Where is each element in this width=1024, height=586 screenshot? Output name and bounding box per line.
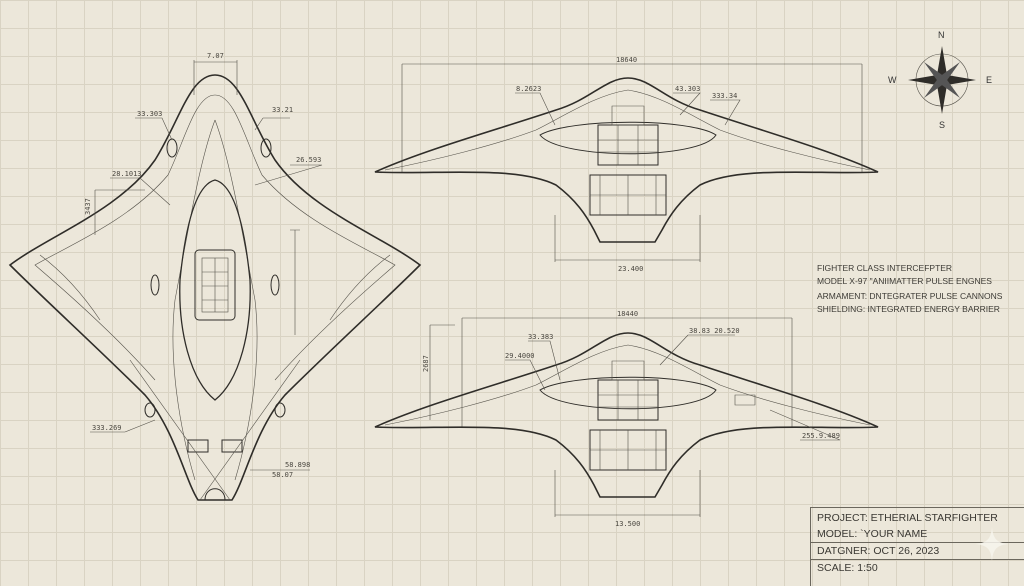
dim-label: 38.83 20.520 [689,327,740,335]
dim-label: 33.21 [272,106,293,114]
drawing-scale: SCALE: 1:50 [817,562,878,574]
dim-label: 58.898 [285,461,310,469]
front-view-upper-ship [374,63,879,262]
dim-label: 7.07 [207,52,224,60]
sparkle-icon [975,527,1009,561]
model-name: MODEL: `YOUR NAME [811,526,1024,543]
span-label: 18640 [616,56,637,64]
dim-label: 255.9.489 [802,432,840,440]
base-label: 13.500 [615,520,640,528]
dim-label: 3437 [84,198,92,215]
spec-line: SHIELDING: INTEGRATED ENERGY BARRIER [817,304,1000,314]
project-name: PROJECT: ETHERIAL STARFIGHTER [817,512,998,524]
compass-s: S [939,120,945,130]
design-date: DATGNER: OCT 26, 2023 [811,543,1024,560]
dim-label: 26.593 [296,156,321,164]
spec-line: MODEL X-97 "ANIIMATTER PULSE ENGNES [817,276,992,286]
height-label: 2687 [422,355,430,372]
span-label: 18440 [617,310,638,318]
dim-label: 33.303 [137,110,162,118]
dim-label: 28.1013 [112,170,142,178]
compass-n: N [938,30,945,40]
compass-e: E [986,75,992,85]
dim-label: 8.2623 [516,85,541,93]
specs-notes: FIGHTER CLASS INTERCEFPTER MODEL X-97 "A… [817,262,1002,316]
spec-line: FIGHTER CLASS INTERCEFPTER [817,263,953,273]
compass-rose-icon [908,46,976,114]
compass-w: W [888,75,897,85]
dim-label: 333.34 [712,92,737,100]
top-view-ship [8,60,422,501]
base-label: 23.400 [618,265,643,273]
dim-label: 333.269 [92,424,122,432]
dim-label: 33.383 [528,333,553,341]
dim-label: 43.303 [675,85,700,93]
front-view-lower-ship [374,317,879,517]
dim-label: 29.4000 [505,352,535,360]
spec-line: ARMAMENT: DNTEGRATER PULSE CANNONS [817,291,1003,301]
title-block: PROJECT: ETHERIAL STARFIGHTER MODEL: `YO… [810,507,1024,586]
dim-label: 58.07 [272,471,293,479]
